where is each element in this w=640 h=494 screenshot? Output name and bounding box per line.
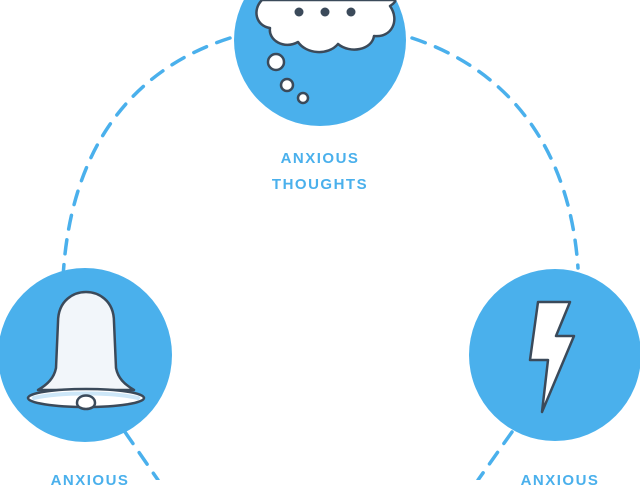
label-line: THOUGHTS — [271, 176, 369, 193]
label-line: ANXIOUS — [520, 472, 600, 489]
thought-bubble-icon — [255, 0, 397, 105]
label-anxious-thoughts: ANXIOUS THOUGHTS — [220, 146, 420, 198]
node-anxious-left — [0, 268, 172, 442]
cycle-connector-bottom-left — [123, 430, 160, 480]
cycle-connector-right — [410, 36, 580, 270]
node-anxious-thoughts — [234, 0, 406, 126]
label-line: ANXIOUS — [50, 472, 130, 489]
anxiety-cycle-diagram — [0, 0, 640, 480]
lightning-bolt-icon — [528, 300, 576, 414]
label-line: ANXIOUS — [280, 150, 360, 167]
cycle-connector-bottom-right — [476, 430, 514, 480]
label-anxious-left: ANXIOUS — [0, 468, 180, 494]
bell-icon — [26, 290, 146, 411]
node-anxious-right — [469, 269, 640, 441]
label-anxious-right: ANXIOUS — [470, 468, 640, 494]
cycle-connector-left — [61, 36, 232, 280]
